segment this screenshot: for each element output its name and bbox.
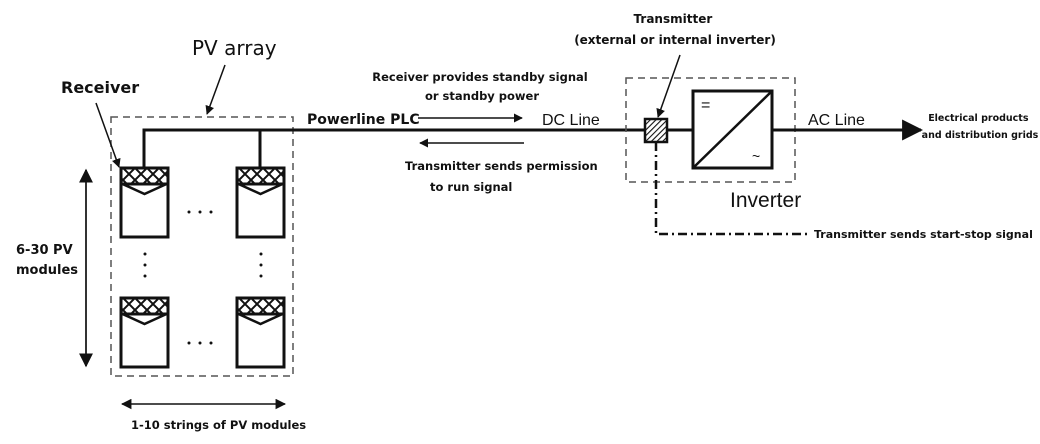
pv-array-label: PV array — [192, 36, 277, 60]
transmitter-line2: (external or internal inverter) — [574, 33, 776, 47]
pv-module — [235, 166, 286, 239]
dc-symbol: = — [701, 97, 710, 114]
pv-array-pointer-arrow — [205, 64, 226, 115]
ellipsis-vertical — [143, 252, 147, 278]
permission-signal-line2: to run signal — [430, 180, 512, 194]
receiver-label: Receiver — [61, 78, 139, 97]
transmitter-line1: Transmitter — [634, 12, 713, 26]
ac-symbol: ~ — [752, 148, 760, 164]
pv-module — [119, 296, 170, 369]
modules-count-label: 6-30 PV modules — [16, 243, 78, 278]
strings-count-label: 1-10 strings of PV modules — [131, 418, 306, 432]
dc-bus — [142, 128, 654, 168]
standby-signal-label: Receiver provides standby signal or stan… — [372, 70, 591, 103]
receiver-pointer-arrow — [95, 102, 121, 168]
modules-count-line2: modules — [16, 263, 78, 278]
transmitter-block — [643, 117, 669, 144]
ellipsis-horizontal — [187, 341, 213, 345]
standby-signal-line1: Receiver provides standby signal — [372, 70, 587, 84]
pv-module — [235, 296, 286, 369]
pv-array-boundary — [110, 116, 294, 377]
ellipsis-horizontal — [187, 210, 213, 214]
start-stop-signal-label: Transmitter sends start-stop signal — [814, 228, 1033, 241]
output-destination-label: Electrical products and distribution gri… — [922, 113, 1039, 141]
ellipsis-vertical — [259, 252, 263, 278]
dc-line-label: DC Line — [542, 112, 600, 129]
powerline-plc-label: Powerline PLC — [307, 112, 420, 128]
transmitter-pointer-arrow — [656, 54, 681, 118]
permission-signal-line1: Transmitter sends permission — [405, 159, 598, 173]
standby-signal-line2: or standby power — [425, 89, 539, 103]
transmitter-label: Transmitter (external or internal invert… — [574, 12, 776, 47]
ac-line-label: AC Line — [808, 112, 865, 129]
output-destination-line2: and distribution grids — [922, 130, 1039, 141]
start-stop-signal-line — [654, 142, 810, 236]
modules-count-line1: 6-30 PV — [16, 243, 73, 258]
pv-module — [119, 166, 170, 239]
inverter-label: Inverter — [730, 189, 801, 212]
output-destination-line1: Electrical products — [928, 113, 1029, 124]
permission-signal-label: Transmitter sends permission to run sign… — [405, 159, 602, 194]
